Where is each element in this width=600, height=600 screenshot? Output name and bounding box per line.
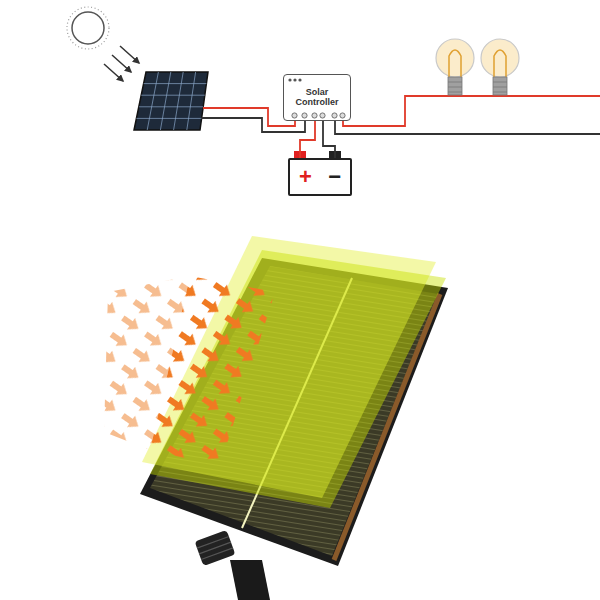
light-bulb (436, 39, 474, 95)
sunlight-arrows (150, 276, 275, 466)
light-bulb (481, 39, 519, 95)
light-layer (150, 250, 446, 508)
load-wire-positive (343, 96, 600, 126)
wire-terminal (320, 113, 325, 118)
sun (72, 12, 104, 44)
battery-wire-negative (323, 121, 335, 158)
wire-terminal (340, 113, 345, 118)
wire-terminal (312, 113, 317, 118)
wire-terminal (302, 113, 307, 118)
controller-box: Solar Controller (283, 74, 351, 121)
controller-label: Solar Controller (288, 88, 346, 108)
load-wire-negative (335, 118, 600, 134)
indicator-lights (284, 75, 314, 85)
sun-rays (104, 46, 139, 81)
sun-halo (67, 7, 109, 49)
indicator-dot (288, 78, 291, 81)
wire-terminal (292, 113, 297, 118)
sun-ray (112, 55, 131, 72)
solar-panel (134, 72, 208, 130)
panel-wire-positive (203, 108, 295, 126)
wire-terminal (332, 113, 337, 118)
negative-sign: − (328, 165, 341, 189)
panel-grid (136, 72, 206, 130)
terminal-strip (284, 111, 352, 120)
stake-pole (230, 560, 270, 600)
indicator-dot (293, 78, 296, 81)
sun-ray (120, 46, 139, 63)
indicator-dot (298, 78, 301, 81)
cable-connector (195, 530, 236, 566)
battery-box: +− (288, 158, 352, 196)
battery-wire-positive (300, 121, 315, 158)
sun-ray (104, 64, 123, 81)
positive-sign: + (299, 165, 312, 189)
